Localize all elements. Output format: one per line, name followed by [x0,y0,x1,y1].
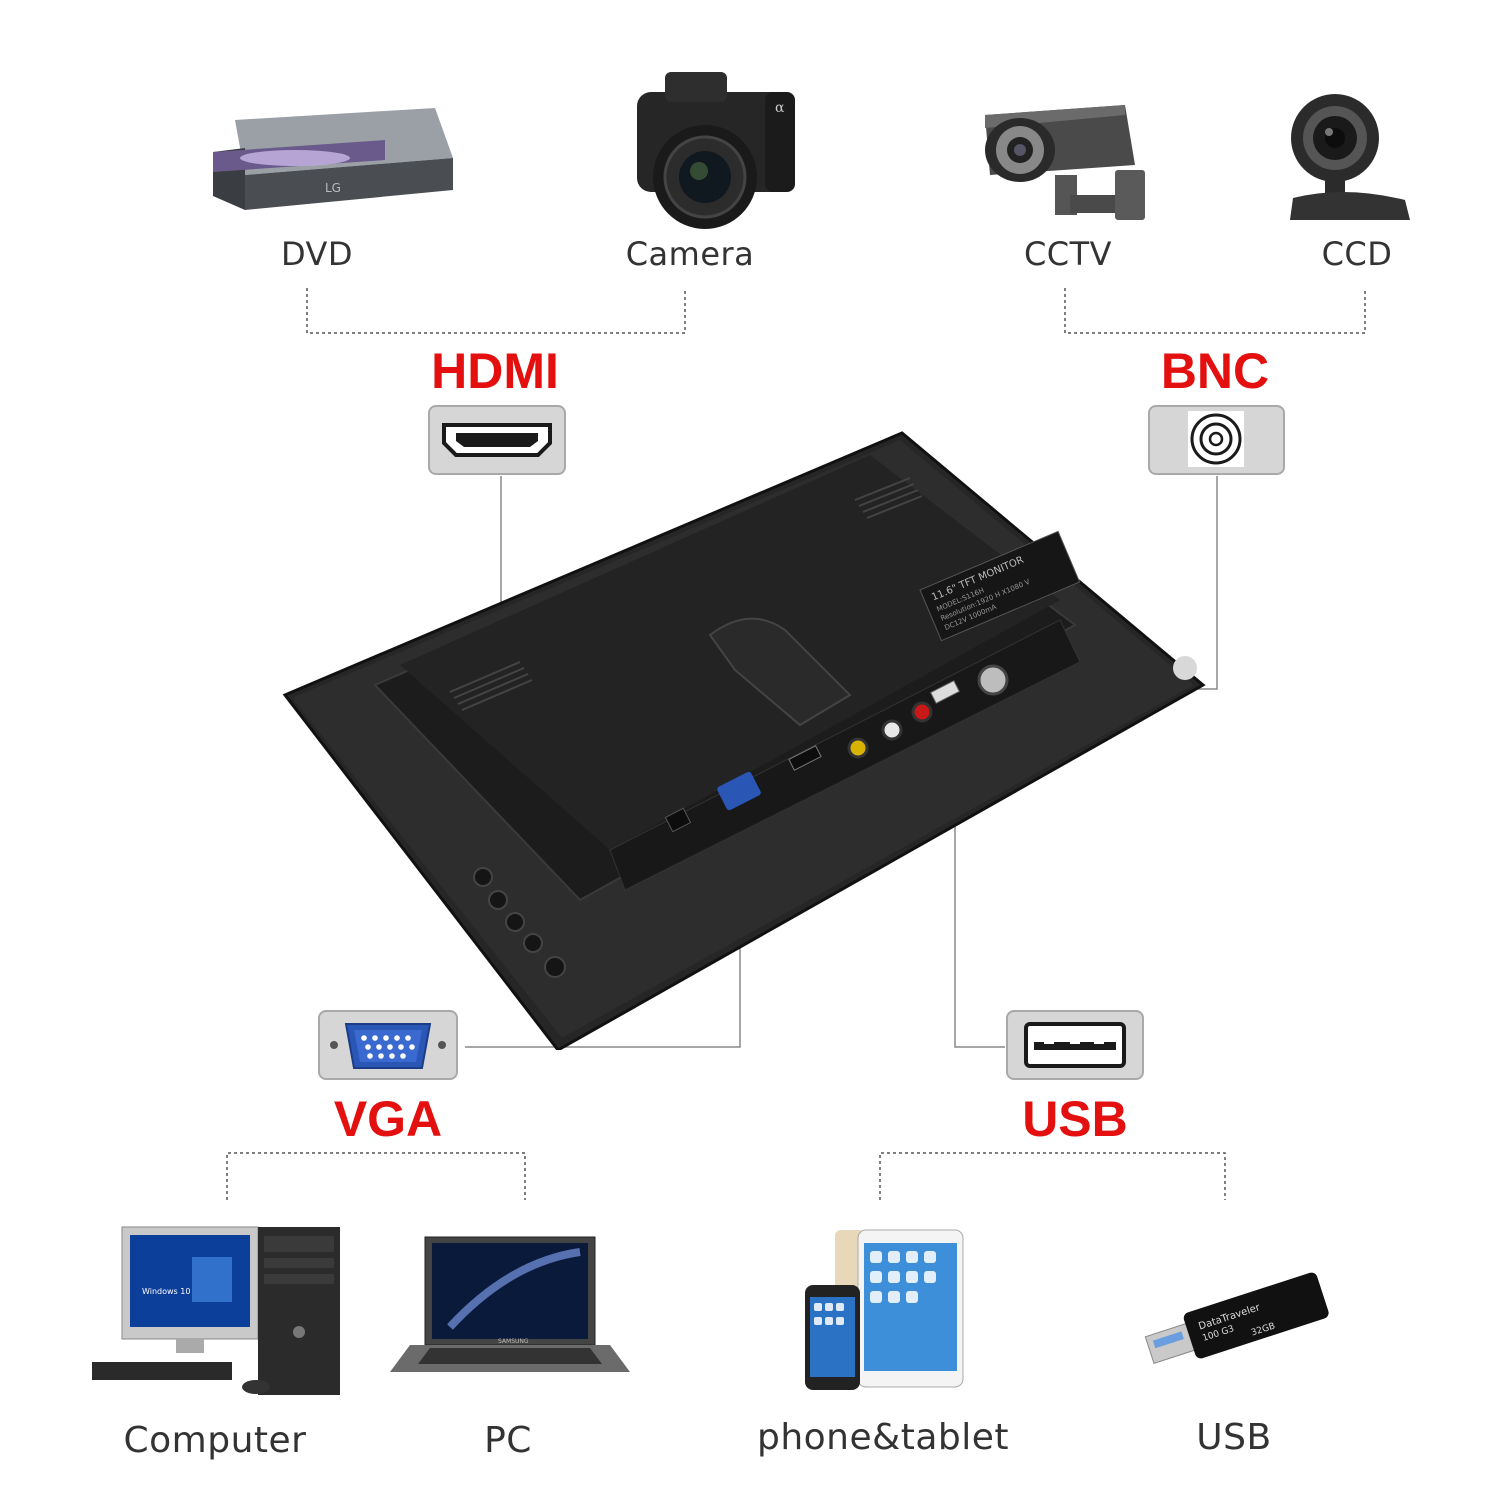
device-label-pc: PC [484,1420,532,1461]
device-label-ccd: CCD [1321,235,1393,273]
vga-port-icon [330,1023,446,1069]
dvd-brand-text: LG [325,181,341,195]
monitor-back-image: 11.6" TFT MONITOR MODEL:S116H Resolution… [282,431,1206,1050]
port-title-usb: USB [1022,1091,1128,1147]
device-label-computer: Computer [123,1420,307,1461]
hdmi-port-icon [442,423,552,457]
monitor-usb-port [930,680,960,704]
camera-image: α [637,72,795,229]
av-jack-red [911,701,933,723]
device-label-dvd: DVD [280,235,354,273]
av-jack-yellow [847,737,869,759]
hdmi-port-box [428,405,566,475]
device-label-phone-tablet: phone&tablet [756,1417,1010,1458]
desktop-screen-text: Windows 10 [142,1287,190,1296]
av-jack-white [881,719,903,741]
bnc-source-bracket [1064,288,1366,334]
laptop-image: SAMSUNG [390,1236,630,1372]
laptop-brand-text: SAMSUNG [498,1338,529,1345]
side-buttons [473,867,566,978]
speaker-grill-right [854,477,923,519]
port-title-bnc: BNC [1160,343,1270,399]
dvd-drive-image: LG [213,108,453,210]
hdmi-source-bracket [306,288,686,334]
usb-port-box [1006,1010,1144,1080]
svg-text:α: α [775,100,785,116]
connector-strip [609,619,1081,891]
bnc-port-box [1148,405,1285,475]
usb-device-bracket [879,1152,1226,1200]
phone-tablet-image [805,1229,964,1390]
device-label-usb: USB [1196,1417,1272,1458]
speaker-grill-left [449,661,533,711]
webcam-image [1290,94,1410,220]
monitor-vga-port [717,771,761,811]
bnc-port-icon [1188,411,1244,467]
device-label-camera: Camera [625,235,755,273]
usb-port-icon [1024,1022,1126,1068]
dc-jack [664,807,692,833]
vga-device-bracket [226,1152,526,1200]
monitor-hdmi-port [788,745,822,771]
vga-port-box [318,1010,458,1080]
desktop-computer-image: Windows 10 [92,1226,340,1395]
device-label-cctv: CCTV [1023,235,1113,273]
cctv-camera-image [985,105,1145,220]
port-title-hdmi: HDMI [431,343,559,399]
usb-flash-drive-image: DataTraveler 100 G3 32GB [1144,1272,1329,1365]
vesa-mount [708,617,852,727]
port-title-vga: VGA [333,1091,443,1147]
monitor-bnc-port [977,664,1009,696]
